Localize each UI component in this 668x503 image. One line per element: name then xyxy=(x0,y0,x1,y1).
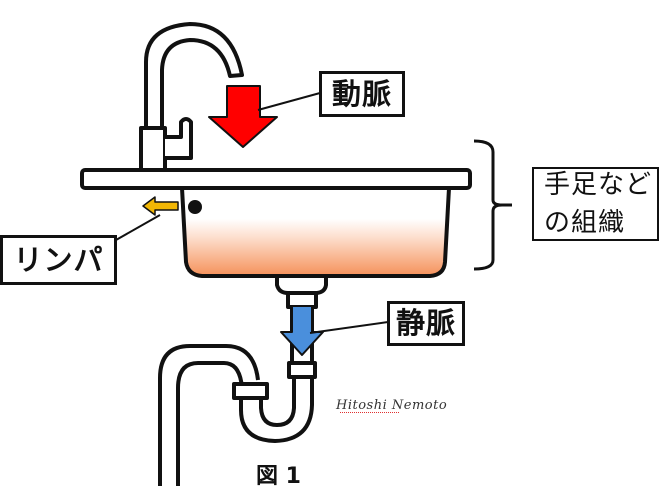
faucet-handle xyxy=(165,117,193,160)
tissue-brace xyxy=(473,139,503,271)
sink-basin xyxy=(180,186,451,278)
vein-leader-line xyxy=(309,321,389,334)
author-signature: Hitoshi Nemoto xyxy=(336,398,447,413)
tissue-label: 手足など の組織 xyxy=(532,167,659,241)
p-trap xyxy=(158,344,317,486)
lymph-leader-line xyxy=(115,214,161,241)
overflow-hole xyxy=(188,200,202,214)
vein-label-text: 静脈 xyxy=(395,306,456,340)
tissue-label-line2: の組織 xyxy=(544,208,626,238)
faucet-body xyxy=(139,126,167,175)
artery-label: 動脈 xyxy=(319,71,405,117)
signature-text: Hitoshi Nemoto xyxy=(336,398,448,413)
artery-leader-line xyxy=(257,92,321,111)
vein-arrow xyxy=(280,305,324,356)
tissue-label-line1: 手足など xyxy=(544,170,653,200)
lymph-arrow xyxy=(142,196,179,216)
signature-underline xyxy=(340,411,400,413)
figure-caption: 図 1 xyxy=(256,464,301,489)
artery-label-text: 動脈 xyxy=(331,76,392,111)
faucet-spout xyxy=(144,22,244,130)
lymph-label: リンパ xyxy=(0,235,117,285)
artery-arrow xyxy=(208,85,278,148)
vein-label: 静脈 xyxy=(387,301,465,346)
lymph-label-text: リンパ xyxy=(13,242,104,277)
counter-top xyxy=(80,168,472,190)
